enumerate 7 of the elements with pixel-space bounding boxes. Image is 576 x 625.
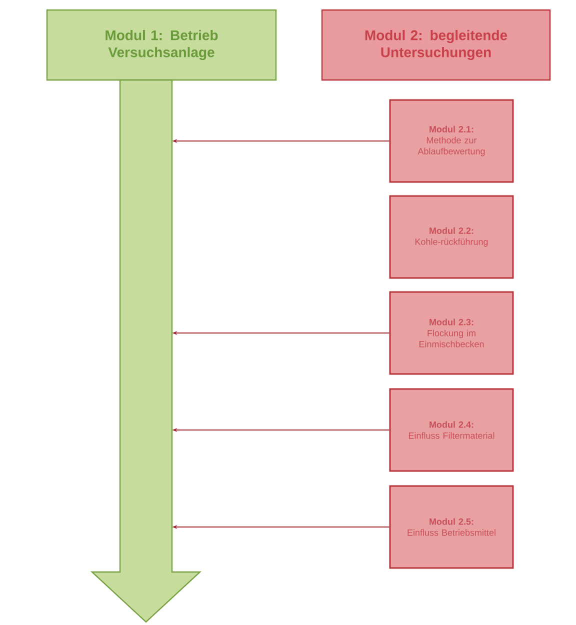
module-box: Modul 2.2: Kohle-rückführung [389,195,514,279]
module-box: Modul 2.4: Einfluss Filtermaterial [389,388,514,472]
module-box: Modul 2.1: Methode zur Ablaufbewertung [389,99,514,183]
module-box: Modul 2.3: Flockung im Einmischbecken [389,291,514,375]
module-header-box: Modul 2: begleitende Untersuchungen [321,9,551,81]
module-box: Modul 2.5: Einfluss Betriebsmittel [389,485,514,569]
module-header-box: Modul 1: Betrieb Versuchsanlage [46,9,277,81]
